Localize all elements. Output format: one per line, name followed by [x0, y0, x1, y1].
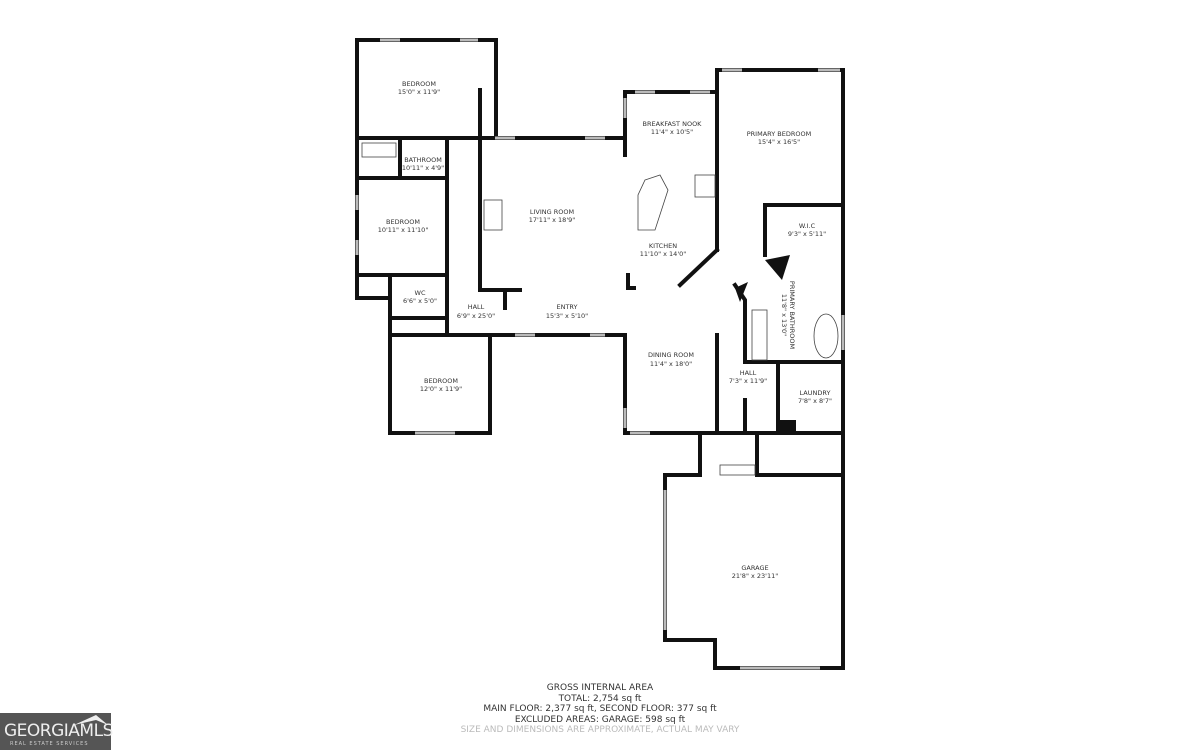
fixtures	[361, 142, 839, 476]
svg-text:11'4" x 10'5": 11'4" x 10'5"	[651, 128, 693, 136]
svg-text:DINING ROOM: DINING ROOM	[648, 351, 694, 359]
svg-text:6'9" x 25'0": 6'9" x 25'0"	[457, 312, 495, 320]
svg-text:10'11" x 4'9": 10'11" x 4'9"	[402, 164, 444, 172]
svg-text:WC: WC	[415, 289, 426, 297]
svg-text:6'6" x 5'0": 6'6" x 5'0"	[403, 297, 437, 305]
svg-text:7'3" x 11'9": 7'3" x 11'9"	[729, 377, 767, 385]
svg-text:11'10" x 14'0": 11'10" x 14'0"	[640, 250, 686, 258]
svg-text:BEDROOM: BEDROOM	[402, 80, 436, 88]
svg-text:PRIMARY BEDROOM: PRIMARY BEDROOM	[747, 130, 811, 138]
summary-floors: MAIN FLOOR: 2,377 sq ft, SECOND FLOOR: 3…	[483, 704, 717, 714]
summary-total: TOTAL: 2,754 sq ft	[558, 693, 642, 704]
svg-text:ENTRY: ENTRY	[556, 303, 577, 311]
svg-text:12'0" x 11'9": 12'0" x 11'9"	[420, 385, 462, 393]
summary-note: SIZE AND DIMENSIONS ARE APPROXIMATE, ACT…	[460, 725, 740, 735]
svg-text:BEDROOM: BEDROOM	[386, 218, 420, 226]
svg-text:9'3" x 5'11": 9'3" x 5'11"	[788, 230, 826, 238]
svg-text:GARAGE: GARAGE	[741, 564, 768, 572]
room-label: W.I.C9'3" x 5'11"	[788, 222, 826, 238]
svg-text:BATHROOM: BATHROOM	[404, 156, 442, 164]
svg-text:KITCHEN: KITCHEN	[649, 242, 677, 250]
georgiamls-logo: GEORGIAMLS REAL ESTATE SERVICES	[0, 713, 113, 750]
svg-text:11'4" x 18'0": 11'4" x 18'0"	[650, 360, 692, 368]
svg-text:7'8" x 8'7": 7'8" x 8'7"	[798, 397, 832, 405]
area-summary: GROSS INTERNAL AREA TOTAL: 2,754 sq ft M…	[0, 683, 1200, 736]
svg-text:17'11" x 18'9": 17'11" x 18'9"	[529, 216, 575, 224]
svg-text:BREAKFAST NOOK: BREAKFAST NOOK	[643, 120, 703, 128]
svg-text:21'8" x 23'11": 21'8" x 23'11"	[732, 572, 778, 580]
summary-excluded: EXCLUDED AREAS: GARAGE: 598 sq ft	[514, 714, 686, 725]
svg-text:PRIMARY BATHROOM: PRIMARY BATHROOM	[788, 281, 796, 349]
svg-text:15'3" x 5'10": 15'3" x 5'10"	[546, 312, 588, 320]
svg-text:11'8" x 13'0": 11'8" x 13'0"	[780, 294, 788, 336]
svg-text:W.I.C: W.I.C	[799, 222, 816, 230]
svg-text:LAUNDRY: LAUNDRY	[800, 389, 831, 397]
svg-text:15'0" x 11'9": 15'0" x 11'9"	[398, 88, 440, 96]
roof-icon	[74, 715, 108, 725]
room-label: WC6'6" x 5'0"	[403, 289, 437, 305]
svg-text:LIVING ROOM: LIVING ROOM	[530, 208, 574, 216]
svg-text:HALL: HALL	[468, 303, 485, 311]
svg-text:BEDROOM: BEDROOM	[424, 377, 458, 385]
windows	[355, 38, 845, 670]
svg-text:HALL: HALL	[740, 369, 757, 377]
svg-text:10'11" x 11'10": 10'11" x 11'10"	[378, 226, 429, 234]
svg-text:15'4" x 16'5": 15'4" x 16'5"	[758, 138, 800, 146]
summary-title: GROSS INTERNAL AREA	[546, 683, 654, 693]
